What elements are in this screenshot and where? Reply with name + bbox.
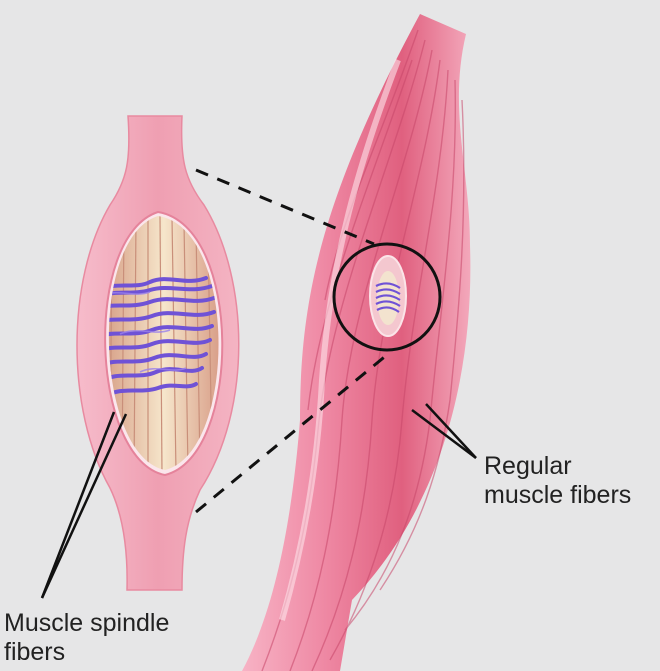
- muscle-belly: [242, 14, 471, 671]
- leader-spindle-2: [40, 413, 128, 599]
- muscle-highlight: [279, 58, 401, 621]
- leader-regular-1: [411, 409, 477, 459]
- intrafusal-fibers: [108, 216, 216, 470]
- leader-regular-2: [425, 403, 477, 459]
- spindle-label-line1: Muscle spindle: [4, 609, 170, 637]
- zoom-guide-bottom: [195, 352, 389, 514]
- muscle-spindle-fibers-label: Muscle spindle fibers: [4, 609, 224, 667]
- muscle-fiber-striations: [261, 29, 465, 671]
- magnification-circle: [332, 242, 442, 352]
- embedded-spindle: [369, 255, 407, 337]
- regular-label-line2: muscle fibers: [484, 481, 632, 509]
- regular-muscle-fibers-label: Regular muscle fibers: [484, 452, 660, 510]
- leader-spindle-1: [40, 411, 116, 599]
- zoom-guide-top: [195, 168, 375, 246]
- muscle-belly-shape: [242, 14, 471, 671]
- zoom-guide-lines: [195, 168, 389, 514]
- regular-label-line1: Regular: [484, 452, 572, 480]
- spindle-label-line2: fibers: [4, 638, 66, 666]
- leader-lines: [40, 403, 477, 599]
- magnified-spindle: [76, 115, 240, 591]
